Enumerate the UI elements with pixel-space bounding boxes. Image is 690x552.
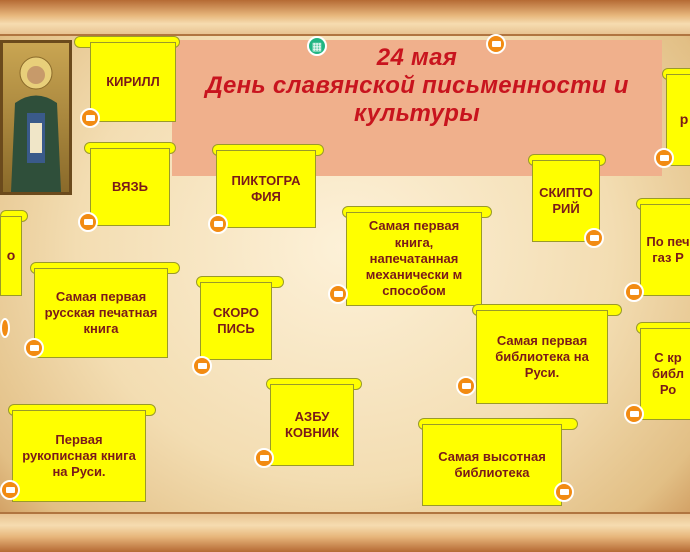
card-partial-right-3[interactable]: С кр библ Ро xyxy=(636,322,690,420)
card-kirill[interactable]: КИРИЛЛ xyxy=(74,36,180,122)
card-first-handwritten-book[interactable]: Первая рукописная книга на Руси. xyxy=(8,404,156,502)
card-partial-right-2[interactable]: По печ газ Р xyxy=(636,198,690,296)
scroll-roll-top xyxy=(0,0,690,36)
open-book-icon[interactable] xyxy=(80,108,100,128)
ancient-column-icon[interactable]: ▦ xyxy=(307,36,327,56)
card-skoropis[interactable]: СКОРО ПИСЬ xyxy=(196,276,284,360)
open-book-icon[interactable] xyxy=(456,376,476,396)
open-book-icon[interactable] xyxy=(0,318,10,338)
open-book-icon[interactable] xyxy=(328,284,348,304)
title-line-3: культуры xyxy=(353,100,481,127)
open-book-icon[interactable] xyxy=(486,34,506,54)
open-book-icon[interactable] xyxy=(208,214,228,234)
card-skiptoriy[interactable]: СКИПТО РИЙ xyxy=(528,154,606,242)
card-label: Первая рукописная книга на Руси. xyxy=(12,410,146,502)
card-label: С кр библ Ро xyxy=(640,328,690,420)
card-label: о xyxy=(0,216,22,296)
open-book-icon[interactable] xyxy=(554,482,574,502)
title-line-2: День славянской письменности и xyxy=(205,72,629,99)
open-book-icon[interactable] xyxy=(624,282,644,302)
card-label: Самая первая книга, напечатанная механич… xyxy=(346,212,482,306)
card-label: АЗБУ КОВНИК xyxy=(270,384,354,466)
card-vyaz[interactable]: ВЯЗЬ xyxy=(84,142,176,226)
card-label: По печ газ Р xyxy=(640,204,690,296)
card-azbukovnik[interactable]: АЗБУ КОВНИК xyxy=(266,378,362,466)
card-first-printed-book[interactable]: Самая первая книга, напечатанная механич… xyxy=(342,206,492,306)
card-label: КИРИЛЛ xyxy=(90,42,176,122)
card-highest-library[interactable]: Самая высотная библиотека xyxy=(418,418,578,506)
title-date: 24 мая xyxy=(376,44,458,71)
open-book-icon[interactable] xyxy=(584,228,604,248)
open-book-icon[interactable] xyxy=(78,212,98,232)
saint-portrait xyxy=(0,40,72,195)
open-book-icon[interactable] xyxy=(254,448,274,468)
card-label: Самая высотная библиотека xyxy=(422,424,562,506)
card-piktografiya[interactable]: ПИКТОГРА ФИЯ xyxy=(212,144,324,228)
open-book-icon[interactable] xyxy=(654,148,674,168)
open-book-icon[interactable] xyxy=(624,404,644,424)
open-book-icon[interactable] xyxy=(192,356,212,376)
card-first-library[interactable]: Самая первая библиотека на Руси. xyxy=(472,304,622,404)
card-first-russian-printed-book[interactable]: Самая первая русская печатная книга xyxy=(30,262,180,358)
card-label: Самая первая библиотека на Руси. xyxy=(476,310,608,404)
card-label: Самая первая русская печатная книга xyxy=(34,268,168,358)
card-label: СКОРО ПИСЬ xyxy=(200,282,272,360)
open-book-icon[interactable] xyxy=(0,480,20,500)
scroll-roll-bottom xyxy=(0,512,690,552)
card-label: ВЯЗЬ xyxy=(90,148,170,226)
open-book-icon[interactable] xyxy=(24,338,44,358)
card-label: ПИКТОГРА ФИЯ xyxy=(216,150,316,228)
card-partial-left[interactable]: о xyxy=(0,210,28,296)
